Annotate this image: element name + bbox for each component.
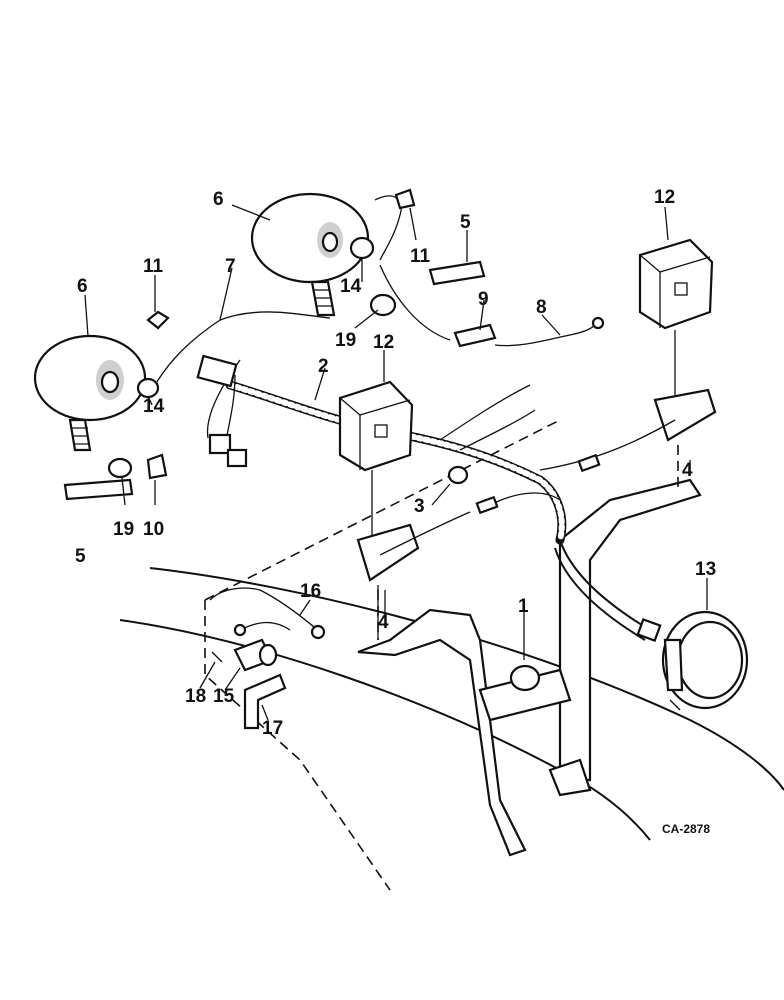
callout-7: 7 <box>225 256 236 277</box>
callout-14-upper: 14 <box>340 276 362 297</box>
warning-light-center <box>338 380 414 535</box>
callout-12-center: 12 <box>373 332 394 353</box>
callout-17: 17 <box>262 718 283 739</box>
support-plate-left <box>356 523 420 640</box>
callout-12-right: 12 <box>654 187 675 208</box>
callout-15: 15 <box>213 686 235 707</box>
floodlight-upper <box>250 192 370 317</box>
callout-11-left: 11 <box>143 256 164 277</box>
callout-8: 8 <box>536 297 547 318</box>
floodlight-left <box>33 334 147 452</box>
leader-lines <box>84 204 708 721</box>
callout-19-upper: 19 <box>335 330 356 351</box>
round-lamp <box>661 610 749 711</box>
callout-11-upper: 11 <box>410 246 431 267</box>
callout-14-left: 14 <box>143 396 165 417</box>
callout-9: 9 <box>478 289 489 310</box>
callout-labels: 1 2 3 4 4 5 5 6 6 7 8 9 10 11 11 12 12 1… <box>75 187 716 739</box>
callout-6-upper: 6 <box>213 189 224 210</box>
callout-6-left: 6 <box>77 276 88 297</box>
callout-2: 2 <box>318 356 329 377</box>
callout-4-right: 4 <box>682 460 693 481</box>
callout-19-lower: 19 <box>113 519 134 540</box>
callout-4-left: 4 <box>378 612 389 633</box>
callout-13: 13 <box>695 559 716 580</box>
callout-18: 18 <box>185 686 206 707</box>
callout-16: 16 <box>300 581 321 602</box>
warning-light-right <box>638 238 714 395</box>
small-components <box>63 188 605 730</box>
callout-5-lower: 5 <box>75 546 86 567</box>
callout-10: 10 <box>143 519 164 540</box>
callout-1: 1 <box>518 596 529 617</box>
reference-code: CA-2878 <box>662 822 710 836</box>
mounting-bracket <box>357 478 702 857</box>
callout-3: 3 <box>414 496 425 517</box>
callout-5-upper: 5 <box>460 212 471 233</box>
